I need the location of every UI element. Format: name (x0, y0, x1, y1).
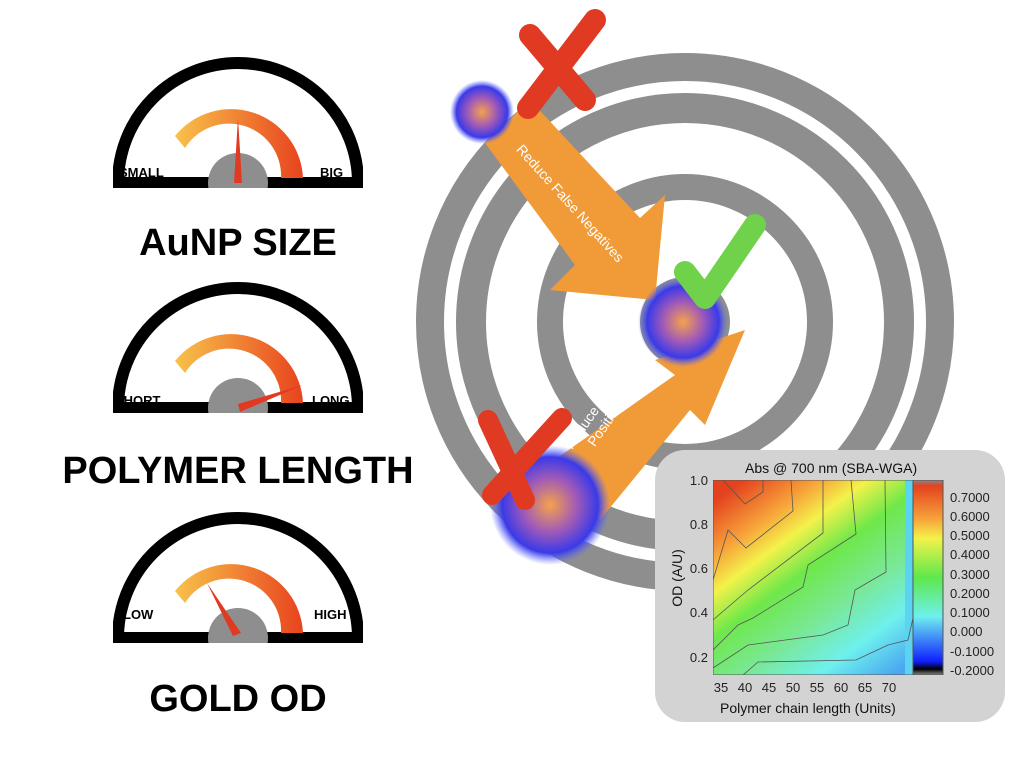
y-tick: 0.4 (689, 605, 708, 620)
gauge-needle (234, 118, 242, 183)
colorbar-tick: -0.1000 (950, 644, 995, 659)
arrow-reduce-false-negatives (485, 100, 665, 300)
x-tick: 40 (737, 680, 753, 695)
red-x-icon (517, 9, 606, 119)
x-tick: 65 (857, 680, 873, 695)
colorbar-tick: 0.2000 (950, 586, 990, 601)
x-tick: 70 (881, 680, 897, 695)
gauge-min-label: SHORT (115, 393, 161, 408)
gauge-max-label: BIG (320, 165, 344, 180)
colorbar-tick: 0.6000 (950, 509, 990, 524)
x-tick: 55 (809, 680, 825, 695)
colorbar (912, 480, 944, 675)
y-tick: 0.2 (689, 650, 708, 665)
colorbar-tick: 0.1000 (950, 605, 990, 620)
gauge-title: POLYMER LENGTH (62, 450, 414, 492)
gauge-dial (113, 282, 363, 413)
red-x-icon (478, 408, 572, 510)
x-tick: 50 (785, 680, 801, 695)
gauge-aunp-size: SMALL BIG AuNP SIZE (0, 0, 476, 270)
colorbar-tick: 0.000 (950, 624, 983, 639)
gauge-min-label: SMALL (119, 165, 164, 180)
gauge-gold-od: LOW HIGH GOLD OD (0, 0, 476, 740)
colorbar-tick: -0.2000 (950, 663, 995, 678)
colorbar-tick: 0.5000 (950, 528, 990, 543)
gauge-title: AuNP SIZE (139, 222, 337, 264)
y-tick: 0.8 (689, 517, 708, 532)
gauge-polymer-length: SHORT LONG POLYMER LENGTH (0, 0, 476, 500)
gauge-title: GOLD OD (149, 678, 327, 720)
gauge-max-label: HIGH (314, 607, 347, 622)
nanoparticle-small (450, 80, 514, 144)
contour-lines (713, 480, 914, 675)
gauge-max-label: LONG (312, 393, 350, 408)
y-axis-label: OD (A/U) (668, 549, 685, 607)
x-tick: 60 (833, 680, 849, 695)
x-tick: 45 (761, 680, 777, 695)
gauge-dial (113, 57, 363, 188)
colorbar-tick: 0.4000 (950, 547, 990, 562)
x-axis-label: Polymer chain length (Units) (720, 700, 896, 716)
cyan-strip (905, 480, 913, 675)
green-check-icon (674, 214, 766, 309)
gauge-min-label: LOW (123, 607, 154, 622)
y-tick: 0.6 (689, 561, 708, 576)
contour-plot (713, 480, 944, 675)
contour-fill (713, 480, 913, 675)
chart-title: Abs @ 700 nm (SBA-WGA) (745, 460, 918, 476)
gauge-dial (113, 512, 363, 643)
x-tick: 35 (713, 680, 729, 695)
y-tick: 1.0 (689, 473, 708, 488)
colorbar-tick: 0.3000 (950, 567, 990, 582)
colorbar-tick: 0.7000 (950, 490, 990, 505)
